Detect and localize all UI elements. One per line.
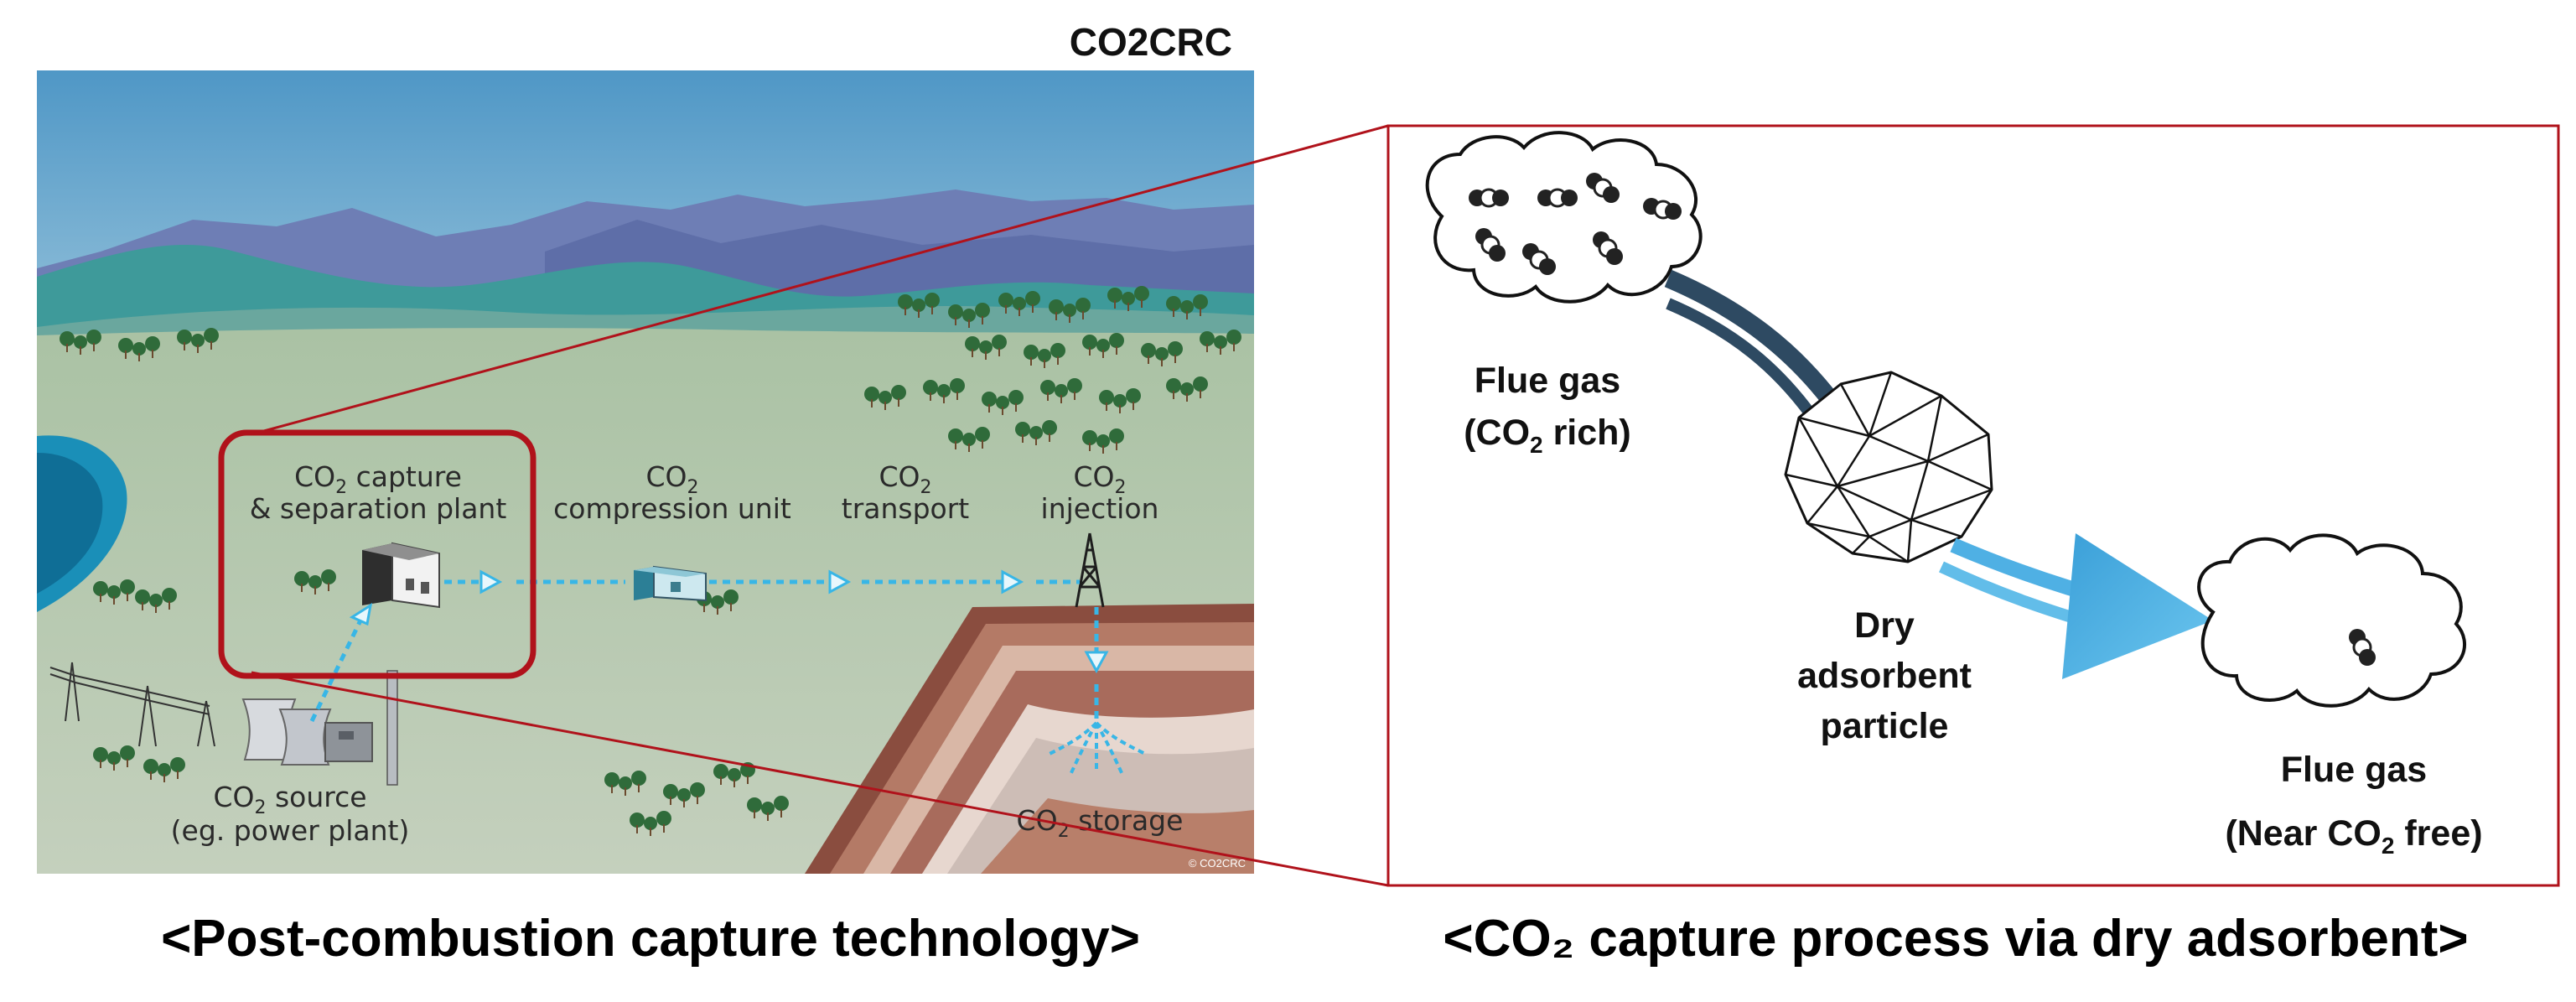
injection-label: CO2 [1073, 460, 1126, 498]
capture-plant-highlight [218, 429, 536, 679]
flow-arrowhead [479, 569, 503, 594]
particle-label: Dry [1854, 605, 1915, 646]
co2-molecule-icon [2349, 629, 2376, 666]
injection-rig [1075, 532, 1105, 608]
landscape-illustration [37, 70, 1254, 874]
credit-label: CO2CRC [1070, 20, 1232, 64]
transport-label: CO2 [879, 460, 931, 498]
flow-arrowhead [1001, 569, 1024, 594]
flow-arrowhead [1084, 651, 1109, 674]
left-caption: <Post-combustion capture technology> [161, 910, 1140, 968]
flow-arrowhead [828, 569, 852, 594]
copyright-mark: © CO2CRC [1189, 857, 1246, 870]
flue-gas-free-label-line2: (Near CO2 free) [2225, 813, 2482, 859]
scene-labels: CO2 capture & separation plant CO2 compr… [171, 460, 1246, 870]
right-caption: <CO₂ capture process via dry adsorbent> [1443, 910, 2468, 968]
zoom-connector-lines [251, 124, 1389, 887]
co2-molecules-rich [1469, 173, 1682, 275]
compression-label-line2: compression unit [553, 492, 791, 525]
compression-unit-building [634, 565, 707, 602]
underground-cross-section [805, 604, 1254, 874]
co2-molecule-icon [1593, 231, 1623, 265]
transport-label-line2: transport [842, 492, 970, 525]
capture-plant-label-line2: & separation plant [250, 492, 507, 525]
flue-gas-rich-label-line2: (CO2 rich) [1464, 413, 1631, 458]
co2-molecule-icon [1475, 228, 1506, 262]
co2-molecule-icon [1586, 173, 1620, 203]
incoming-flue-gas-arrow [1664, 269, 1840, 418]
injection-label-line2: injection [1041, 492, 1159, 525]
co2-molecule-icon [1537, 188, 1578, 208]
source-label: CO2 source [213, 781, 366, 818]
storage-label: CO2 storage [1017, 804, 1184, 842]
source-label-line2: (eg. power plant) [171, 814, 410, 847]
capture-plant-building [362, 542, 440, 609]
particle-label-line2: adsorbent [1797, 656, 1972, 696]
power-plant [241, 670, 398, 786]
flue-gas-free-label: Flue gas [2281, 750, 2427, 790]
co2-storage-plume [1047, 721, 1148, 777]
co2-molecule-icon [1522, 243, 1556, 275]
particle-label-line3: particle [1821, 706, 1949, 746]
co2-molecule-icon [1643, 198, 1682, 220]
flue-gas-rich-label: Flue gas [1475, 361, 1620, 401]
adsorbent-particle-icon [1784, 371, 1993, 563]
process-labels: Flue gas (CO2 rich) Dry adsorbent partic… [1464, 361, 2482, 859]
power-lines [49, 662, 215, 747]
co2-molecule-icon [1469, 188, 1509, 208]
capture-plant-label: CO2 capture [294, 460, 462, 498]
flow-arrowhead [349, 602, 373, 626]
flue-gas-free-cloud [2197, 533, 2466, 708]
outgoing-flue-gas-arrow [1939, 533, 2213, 679]
compression-label: CO2 [645, 460, 698, 498]
